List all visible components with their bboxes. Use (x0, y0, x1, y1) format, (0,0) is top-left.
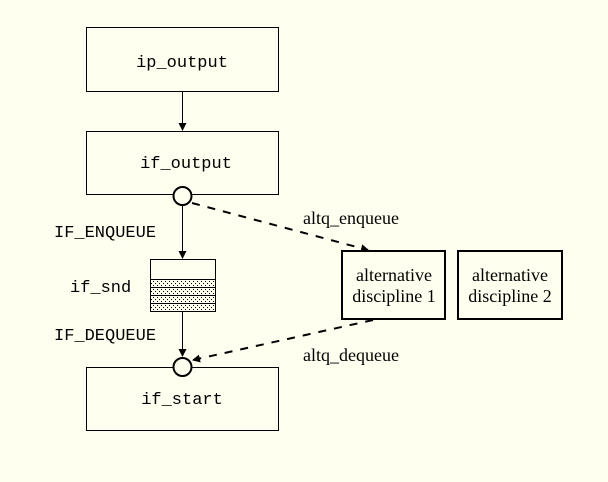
if-start-label: if_start (141, 391, 223, 410)
enqueue-hook-circle (172, 186, 193, 206)
queue-slot (150, 303, 216, 312)
alternative-discipline-2-box: alternative discipline 2 (457, 250, 563, 320)
if-output-label: if_output (140, 155, 232, 174)
altq-enqueue-label: altq_enqueue (303, 208, 399, 228)
alt1-line2: discipline 1 (352, 286, 436, 306)
if-snd-label: if_snd (70, 279, 131, 298)
ip-output-box: ip_output (86, 27, 279, 92)
if-snd-queue (150, 259, 216, 312)
alt2-line2: discipline 2 (468, 286, 552, 306)
alt2-line1: alternative (472, 265, 548, 285)
if-enqueue-label: IF_ENQUEUE (54, 224, 156, 243)
queue-slot (150, 287, 216, 296)
dequeue-hook-circle (172, 357, 193, 377)
alternative-discipline-1-box: alternative discipline 1 (341, 250, 446, 320)
altq-dequeue-label: altq_dequeue (303, 345, 399, 365)
queue-slot (150, 295, 216, 304)
if-dequeue-label: IF_DEQUEUE (54, 327, 156, 346)
if-output-box: if_output (86, 131, 279, 195)
alt1-line1: alternative (356, 265, 432, 285)
queue-slot (150, 279, 216, 288)
altq-enqueue-arrow (191, 202, 369, 253)
ip-output-label: ip_output (136, 54, 228, 73)
